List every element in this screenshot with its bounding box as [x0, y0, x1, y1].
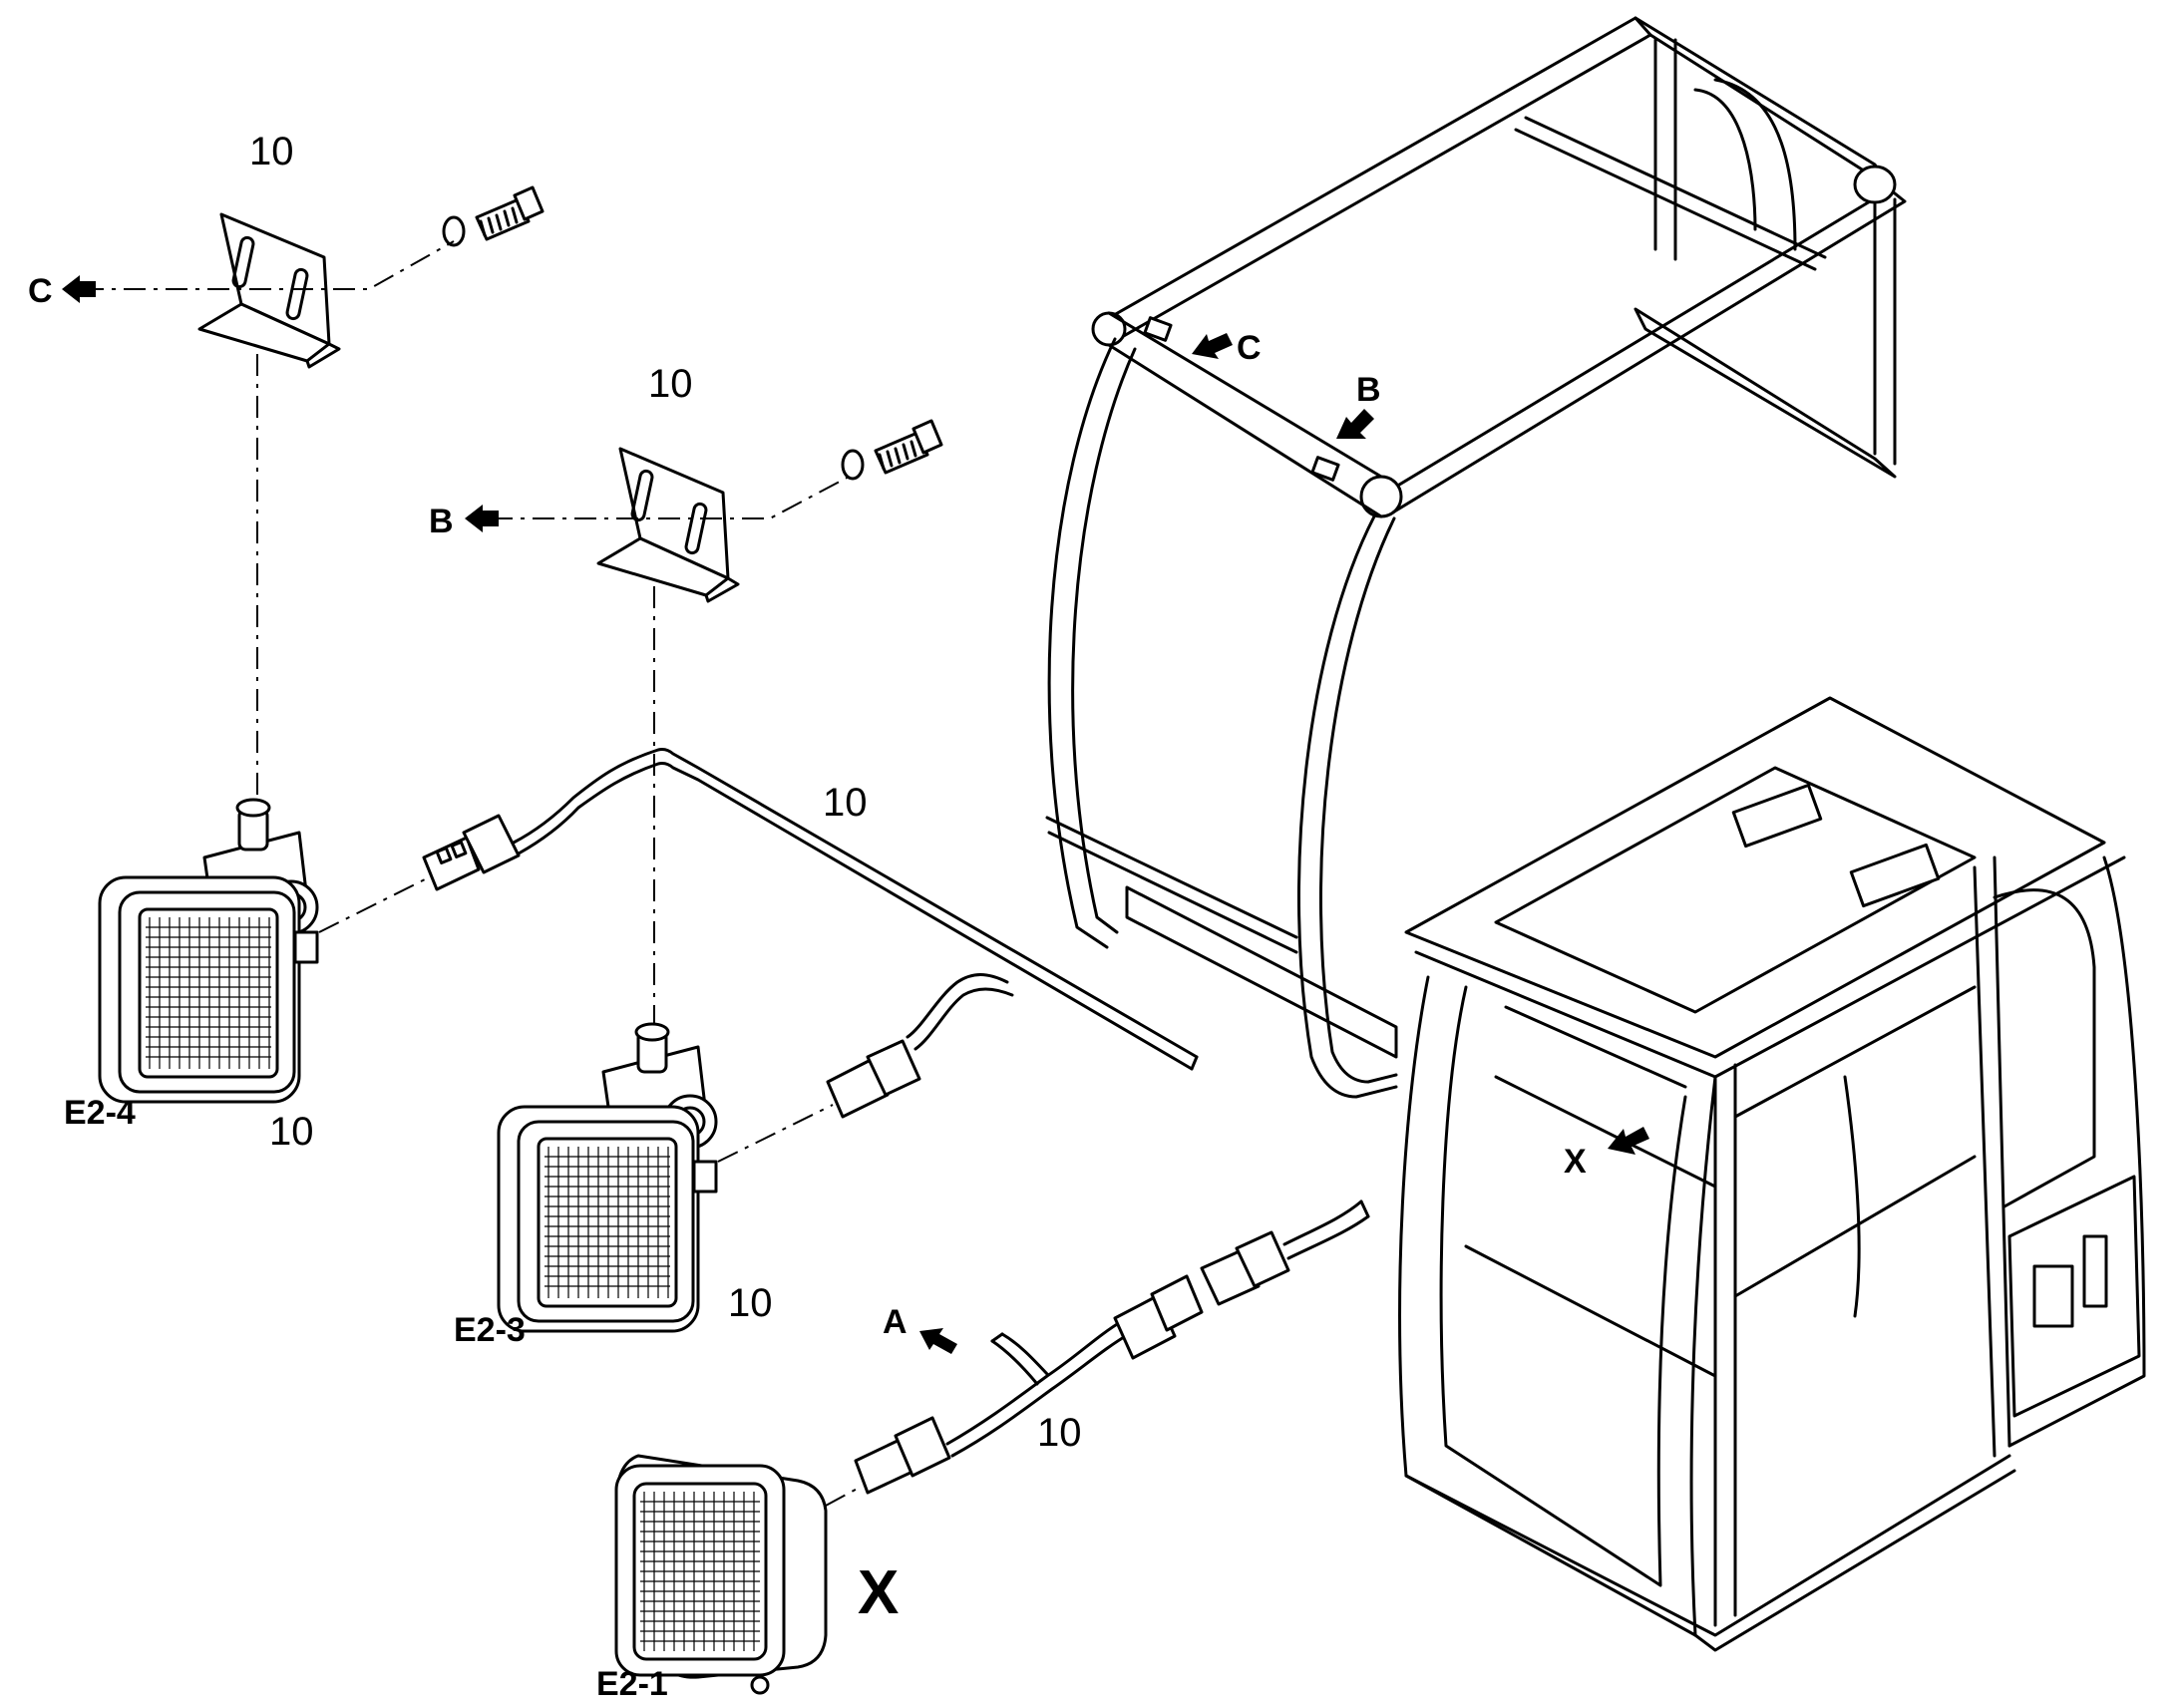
connector-line-e2-4: [318, 876, 430, 933]
view-x-label: X: [858, 1558, 899, 1627]
ref-b-left: B: [429, 503, 454, 540]
ref-x-cab: X: [1564, 1143, 1587, 1181]
upper-harness-branch: [826, 973, 1014, 1119]
cab-frame: [1045, 16, 1907, 1099]
qty-upper-harness: 10: [823, 781, 868, 825]
bolt-washer-b: [841, 419, 943, 481]
work-lamp-e2-3: [497, 1022, 718, 1333]
connector-line-e2-3: [717, 1104, 834, 1163]
arrow-b-frame: [1336, 409, 1374, 439]
operator-cab: [1398, 696, 2146, 1652]
work-lamp-e2-1: [614, 1454, 828, 1695]
bolt-washer-c: [442, 185, 545, 247]
arrow-b-left: [465, 505, 499, 532]
bracket-b: [596, 447, 740, 603]
axis-b: [491, 474, 854, 519]
qty-lamp-e2-4: 10: [269, 1110, 314, 1154]
qty-bracket-c: 10: [249, 130, 294, 173]
ref-a: A: [883, 1303, 908, 1341]
ref-b-frame: B: [1356, 371, 1381, 409]
arrow-c-left: [62, 275, 96, 303]
arrow-x-cab: [1608, 1127, 1649, 1155]
label-lamp-e2-4: E2-4: [64, 1094, 136, 1132]
label-lamp-e2-1: E2-1: [596, 1665, 668, 1703]
bracket-c: [197, 212, 341, 369]
qty-lower-harness: 10: [1037, 1411, 1082, 1455]
label-lamp-e2-3: E2-3: [454, 1311, 526, 1349]
qty-bracket-b: 10: [648, 362, 693, 406]
ref-c-frame: C: [1237, 329, 1262, 367]
connector-line-e2-1: [825, 1485, 864, 1507]
ref-c-left: C: [28, 272, 53, 310]
arrow-c-frame: [1192, 333, 1233, 359]
arrow-a: [919, 1328, 957, 1354]
axis-c: [82, 240, 455, 290]
upper-harness: [422, 748, 1199, 1071]
work-lamp-e2-4: [98, 798, 319, 1104]
lower-harness: [854, 1199, 1370, 1495]
qty-lamp-e2-3: 10: [728, 1281, 773, 1325]
